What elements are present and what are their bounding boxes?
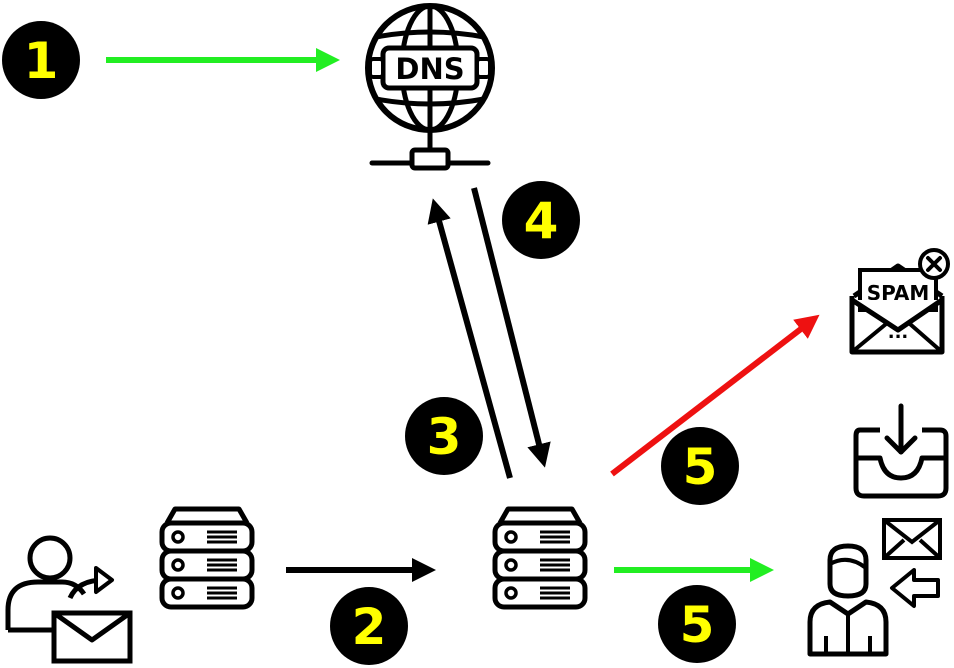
step-number: 5 — [683, 438, 718, 496]
step-number: 3 — [427, 408, 462, 466]
dns-label: DNS — [395, 52, 464, 86]
spam-dots: ... — [888, 322, 909, 343]
step-badge-4: 4 — [502, 181, 580, 259]
step-badge-2: 2 — [330, 587, 408, 665]
step-badge-3: 3 — [405, 397, 483, 475]
step-badge-5-spam: 5 — [661, 427, 739, 505]
user-receiving-mail-icon — [807, 518, 942, 657]
arrow-step-3 — [427, 198, 513, 479]
step-badge-5-inbox: 5 — [658, 585, 736, 663]
receiving-server-icon — [495, 509, 585, 607]
arrow-step-4 — [471, 187, 551, 468]
user-sending-mail-icon — [5, 535, 133, 664]
step-number: 2 — [352, 598, 387, 656]
arrow-step-5-spam — [610, 314, 820, 477]
step-number: 5 — [680, 596, 715, 654]
inbox-tray-icon — [853, 403, 949, 499]
step-number: 1 — [24, 32, 59, 90]
step-badge-1: 1 — [2, 21, 80, 99]
spam-envelope-icon: SPAM ... — [849, 248, 950, 355]
step-number: 4 — [524, 192, 559, 250]
dns-globe-server-icon: DNS — [365, 3, 495, 171]
sender-server-icon — [162, 509, 252, 607]
